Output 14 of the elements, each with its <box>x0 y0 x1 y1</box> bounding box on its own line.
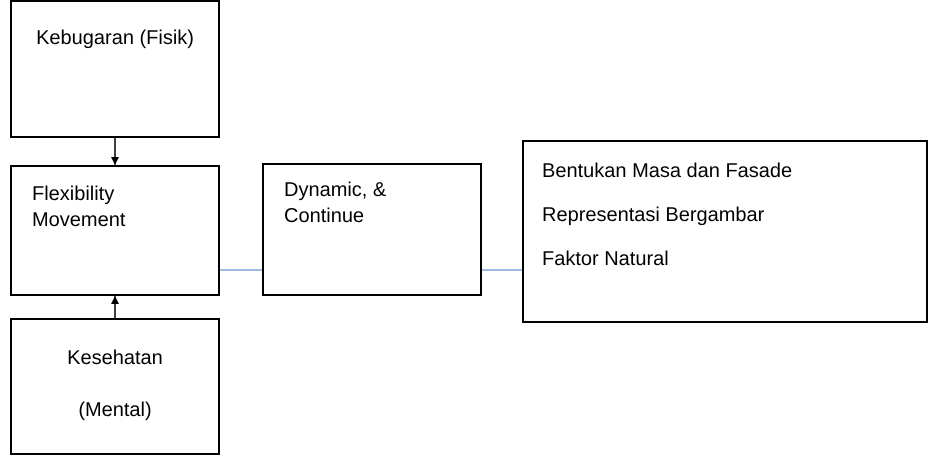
box-text: Dynamic, & Continue <box>284 178 388 229</box>
process-box <box>10 165 220 296</box>
box-text: Kesehatan (Mental) <box>66 346 164 423</box>
process-box <box>522 140 928 323</box>
arrow <box>111 138 119 165</box>
process-box <box>10 318 220 455</box>
box-text: Bentukan Masa dan Fasade <box>542 159 792 184</box>
box-text: Flexibility Movement <box>32 182 126 233</box>
box-text: Representasi Bergambar <box>542 203 764 228</box>
box-text: Faktor Natural <box>542 247 669 272</box>
process-box <box>10 0 220 138</box>
process-box <box>262 163 482 296</box>
box-text: Kebugaran (Fisik) <box>36 26 194 51</box>
arrow <box>111 296 119 318</box>
